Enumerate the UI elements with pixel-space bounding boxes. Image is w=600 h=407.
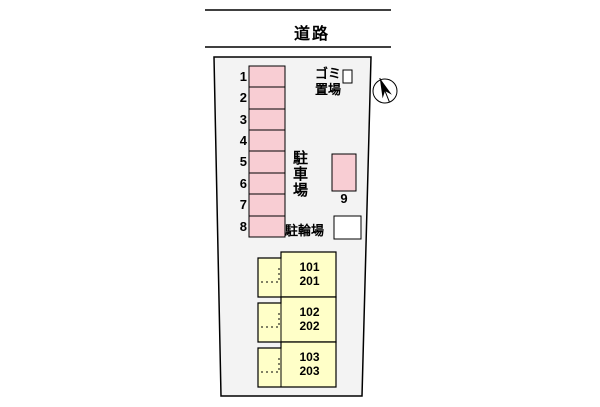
compass-icon	[372, 77, 398, 104]
garbage-area-label: ゴミ 置場	[315, 66, 341, 98]
parking-number-8: 8	[239, 219, 247, 234]
room-203: 203	[299, 364, 320, 378]
parking-number-4: 4	[239, 133, 247, 148]
room-201: 201	[299, 274, 320, 288]
road-label: 道路	[294, 26, 331, 43]
stairs-dashed	[261, 311, 280, 328]
parking-number-9: 9	[340, 191, 348, 206]
bicycle-parking-box	[333, 215, 362, 240]
room-label-103-203: 103 203	[283, 350, 336, 378]
garbage-label-line1: ゴミ	[315, 66, 342, 81]
parking-number-5: 5	[239, 154, 247, 169]
garbage-box	[342, 69, 353, 84]
room-101: 101	[299, 260, 320, 274]
parking-number-3: 3	[239, 112, 247, 127]
stairs-dashed	[261, 356, 280, 373]
parking-number-2: 2	[239, 90, 247, 105]
garbage-label-line2: 置場	[315, 82, 342, 97]
room-202: 202	[299, 319, 320, 333]
stairs-dashed	[261, 266, 280, 283]
parking-number-1: 1	[239, 69, 247, 84]
room-label-102-202: 102 202	[283, 305, 336, 333]
room-103: 103	[299, 350, 320, 364]
room-label-101-201: 101 201	[283, 260, 336, 288]
parking-space-9	[331, 153, 357, 192]
bicycle-parking-label: 駐輪場	[285, 223, 325, 238]
room-102: 102	[299, 305, 320, 319]
parking-number-7: 7	[239, 197, 247, 212]
parking-lot-label: 駐車場	[291, 150, 308, 198]
parking-number-6: 6	[239, 176, 247, 191]
